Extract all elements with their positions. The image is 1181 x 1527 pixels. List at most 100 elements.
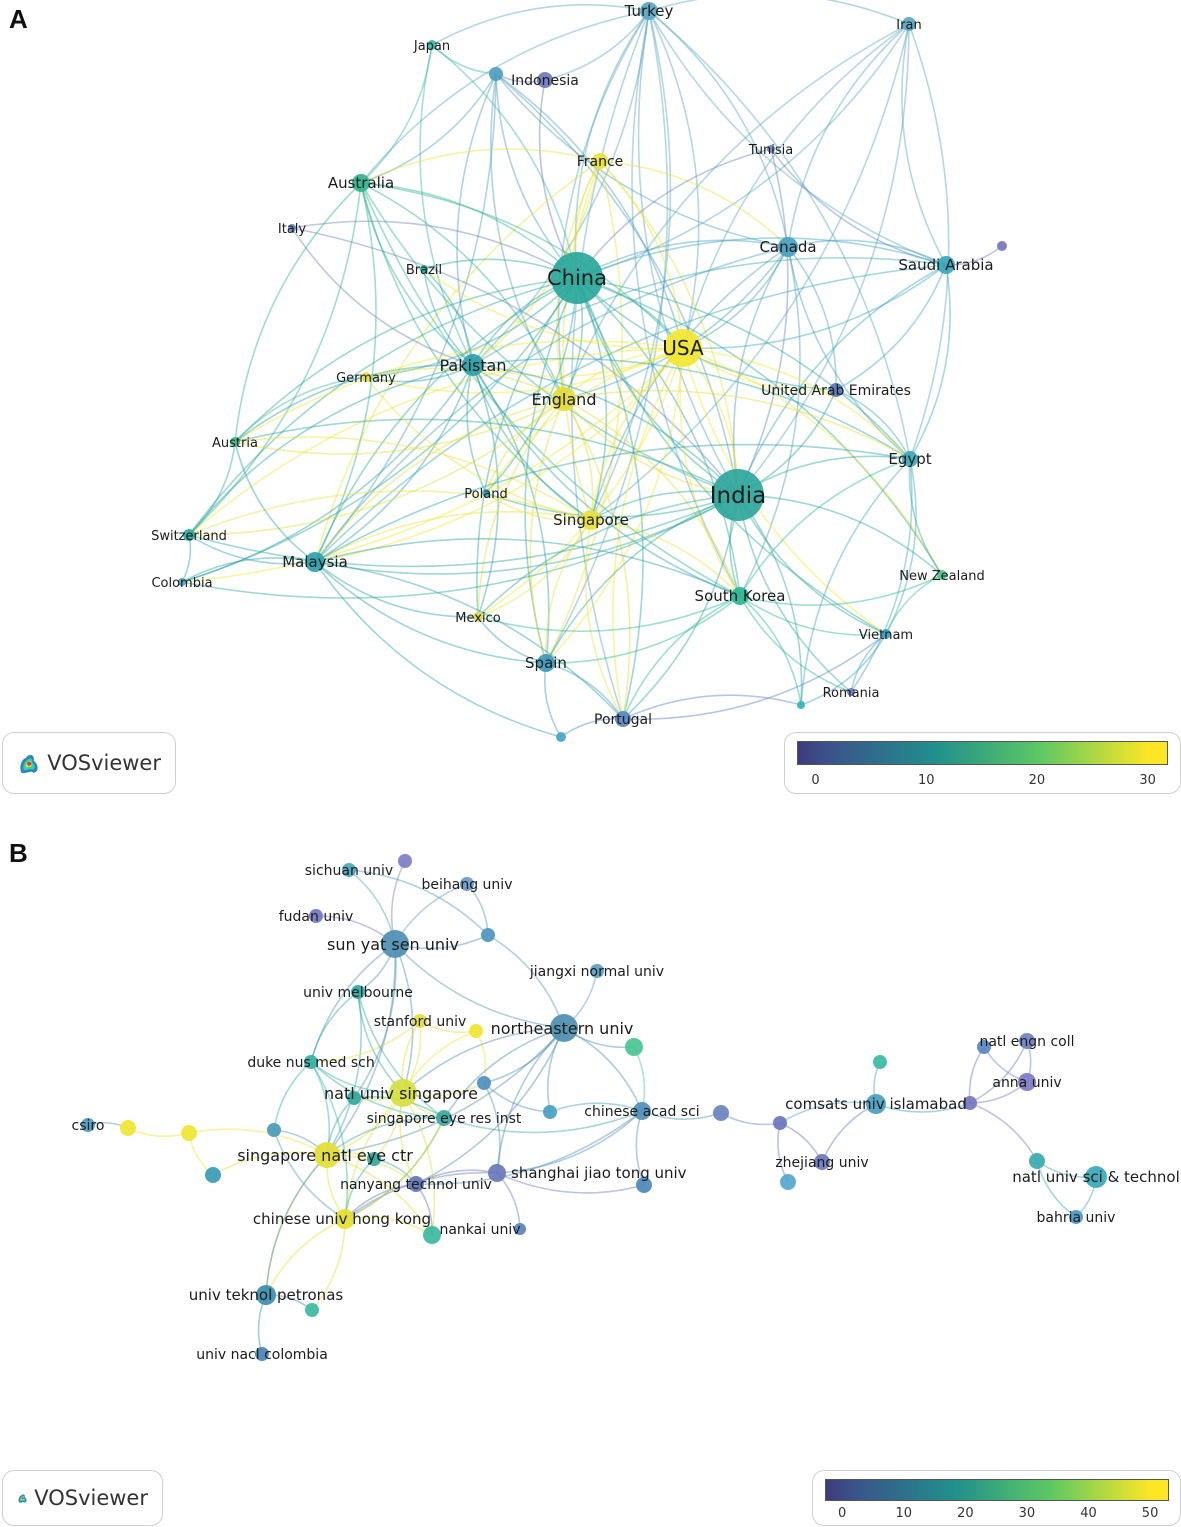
node-circle[interactable] <box>977 1040 991 1054</box>
node-circle[interactable] <box>543 1105 557 1119</box>
node-circle[interactable] <box>314 1142 340 1168</box>
node-circle[interactable] <box>713 1105 729 1121</box>
node-circle[interactable] <box>866 1094 886 1114</box>
link <box>314 246 789 563</box>
node-circle[interactable] <box>537 654 555 672</box>
node-circle[interactable] <box>581 510 601 530</box>
node-circle[interactable] <box>731 587 749 605</box>
node-circle[interactable] <box>305 552 325 572</box>
node-circle[interactable] <box>937 256 955 274</box>
node-circle[interactable] <box>937 570 947 580</box>
node-circle[interactable] <box>847 688 855 696</box>
node-circle[interactable] <box>778 237 798 257</box>
node-circle[interactable] <box>963 1096 977 1110</box>
node-circle[interactable] <box>342 863 356 877</box>
node-circle[interactable] <box>181 1125 197 1141</box>
node-label: USA <box>662 336 704 360</box>
link <box>835 264 947 391</box>
node-circle[interactable] <box>640 2 658 20</box>
node-circle[interactable] <box>351 985 365 999</box>
node-circle[interactable] <box>1029 1153 1045 1169</box>
node-circle[interactable] <box>556 732 566 742</box>
node-circle[interactable] <box>288 224 296 232</box>
node-circle[interactable] <box>814 1154 830 1170</box>
link <box>127 1127 190 1138</box>
node-circle[interactable] <box>178 578 186 586</box>
node-circle[interactable] <box>780 1174 796 1190</box>
node-circle[interactable] <box>81 1118 95 1132</box>
node-circle[interactable] <box>256 1285 276 1305</box>
node-circle[interactable] <box>797 701 805 709</box>
link <box>472 364 550 664</box>
node-circle[interactable] <box>537 72 553 88</box>
link <box>787 23 910 248</box>
node-circle[interactable] <box>398 854 412 868</box>
link <box>477 347 684 618</box>
node-circle[interactable] <box>352 174 370 192</box>
node-circle[interactable] <box>120 1120 136 1136</box>
node-circle[interactable] <box>590 964 604 978</box>
node-circle[interactable] <box>469 1024 483 1038</box>
node-circle[interactable] <box>902 17 916 31</box>
link <box>443 1110 643 1134</box>
node-circle[interactable] <box>473 612 483 622</box>
node-circle[interactable] <box>829 383 843 397</box>
node-circle[interactable] <box>615 711 631 727</box>
node-circle[interactable] <box>367 1152 381 1166</box>
node-circle[interactable] <box>712 469 764 521</box>
node-circle[interactable] <box>514 1223 526 1235</box>
link <box>485 398 565 494</box>
node-circle[interactable] <box>881 629 891 639</box>
node-circle[interactable] <box>482 489 490 497</box>
node-circle[interactable] <box>347 1091 361 1105</box>
node-circle[interactable] <box>381 930 409 958</box>
node-circle[interactable] <box>423 1226 441 1244</box>
node-circle[interactable] <box>361 372 371 382</box>
node-circle[interactable] <box>592 153 608 169</box>
node-circle[interactable] <box>408 1176 424 1192</box>
node-circle[interactable] <box>255 1347 269 1361</box>
node-circle[interactable] <box>462 354 484 376</box>
node-circle[interactable] <box>773 1116 787 1130</box>
node-circle[interactable] <box>767 145 775 153</box>
node-circle[interactable] <box>305 1303 319 1317</box>
node-circle[interactable] <box>481 928 495 942</box>
node-circle[interactable] <box>488 1164 506 1182</box>
node-circle[interactable] <box>335 1209 355 1229</box>
link <box>739 595 802 706</box>
link <box>800 458 911 706</box>
node-circle[interactable] <box>309 909 323 923</box>
node-circle[interactable] <box>633 1102 651 1120</box>
node-circle[interactable] <box>489 67 503 81</box>
node-circle[interactable] <box>550 1014 578 1042</box>
link <box>310 1020 421 1063</box>
node-circle[interactable] <box>551 252 603 304</box>
node-circle[interactable] <box>552 387 576 411</box>
node-circle[interactable] <box>1085 1166 1107 1188</box>
node-circle[interactable] <box>460 877 474 891</box>
node-circle[interactable] <box>625 1038 643 1056</box>
node-circle[interactable] <box>1069 1210 1083 1224</box>
node-circle[interactable] <box>413 1014 427 1028</box>
node-circle[interactable] <box>205 1167 221 1183</box>
node-circle[interactable] <box>183 529 195 541</box>
link <box>360 44 433 184</box>
node-circle[interactable] <box>902 451 918 467</box>
node-circle[interactable] <box>436 1110 452 1126</box>
node-circle[interactable] <box>267 1123 281 1137</box>
node-circle[interactable] <box>636 1177 652 1193</box>
node-circle[interactable] <box>389 1079 417 1107</box>
node-circle[interactable] <box>427 40 437 50</box>
link <box>188 364 474 536</box>
node-circle[interactable] <box>420 265 428 273</box>
link <box>365 347 684 394</box>
node-circle[interactable] <box>1018 1073 1036 1091</box>
node-circle[interactable] <box>664 329 702 367</box>
node-circle[interactable] <box>1019 1033 1035 1049</box>
node-circle[interactable] <box>304 1055 318 1069</box>
node-circle[interactable] <box>477 1076 491 1090</box>
node-circle[interactable] <box>230 437 240 447</box>
node-circle[interactable] <box>997 241 1007 251</box>
node-circle[interactable] <box>873 1055 887 1069</box>
